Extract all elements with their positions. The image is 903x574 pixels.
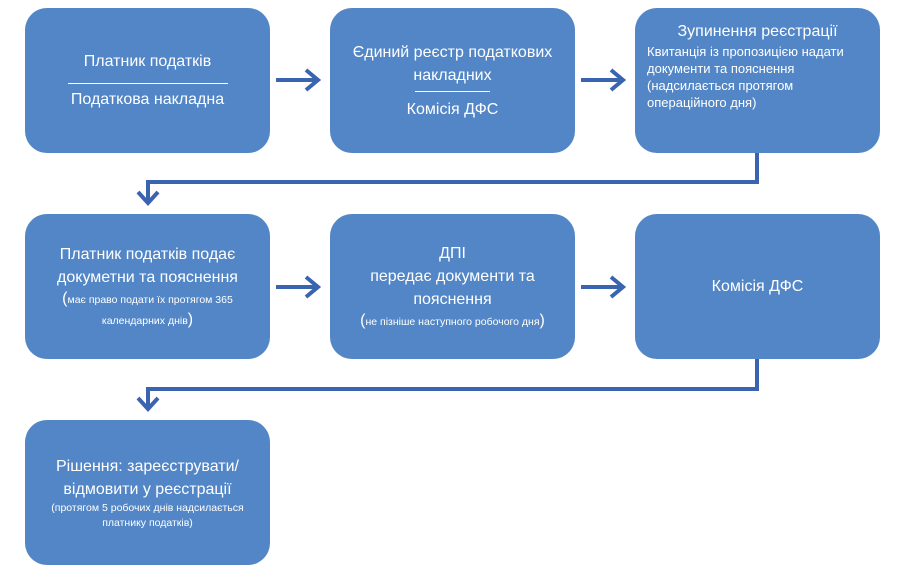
arrow-1-2 — [276, 68, 322, 92]
connector-row1-row2 — [136, 153, 759, 206]
connector-row2-row3 — [136, 359, 759, 412]
box-title: Єдиний реєстр податкових накладних — [352, 43, 553, 84]
divider — [415, 87, 490, 92]
box-note: (має право подати їх протягом 365 календ… — [62, 289, 233, 328]
box-dpi: ДПІ передає документи та пояснення (не п… — [330, 214, 575, 359]
box-body: Квитанція із пропозицією надати документ… — [647, 44, 844, 110]
box-note: (не пізніше наступного робочого дня) — [360, 311, 545, 329]
box-subtitle: Комісія ДФС — [406, 100, 499, 118]
box-title: Рішення: зареєструвати/відмовити у реєст… — [55, 457, 239, 498]
box-title: Платник податків подає докуметни та пояс… — [57, 245, 238, 286]
box-title: Комісія ДФС — [711, 278, 804, 295]
divider — [67, 73, 228, 84]
box-registration-suspension: Зупинення реєстрації Квитанція із пропоз… — [635, 8, 880, 153]
arrow-5-6 — [581, 275, 627, 299]
box-title: Зупинення реєстрації — [677, 23, 838, 40]
box-title: ДПІ — [439, 244, 466, 262]
box-subtitle: Податкова накладна — [70, 91, 225, 108]
box-dfs-commission: Комісія ДФС — [635, 214, 880, 359]
arrow-4-5 — [276, 275, 322, 299]
box-taxpayer-submits: Платник податків подає докуметни та пояс… — [25, 214, 270, 359]
box-taxpayer-invoice: Платник податків Податкова накладна — [25, 8, 270, 153]
box-unified-register: Єдиний реєстр податкових накладних Коміс… — [330, 8, 575, 153]
arrow-2-3 — [581, 68, 627, 92]
box-title: Платник податків — [83, 53, 212, 70]
box-decision: Рішення: зареєструвати/відмовити у реєст… — [25, 420, 270, 565]
box-body: передає документи та пояснення — [370, 267, 535, 308]
box-note: (протягом 5 робочих днів надсилається пл… — [51, 501, 244, 529]
